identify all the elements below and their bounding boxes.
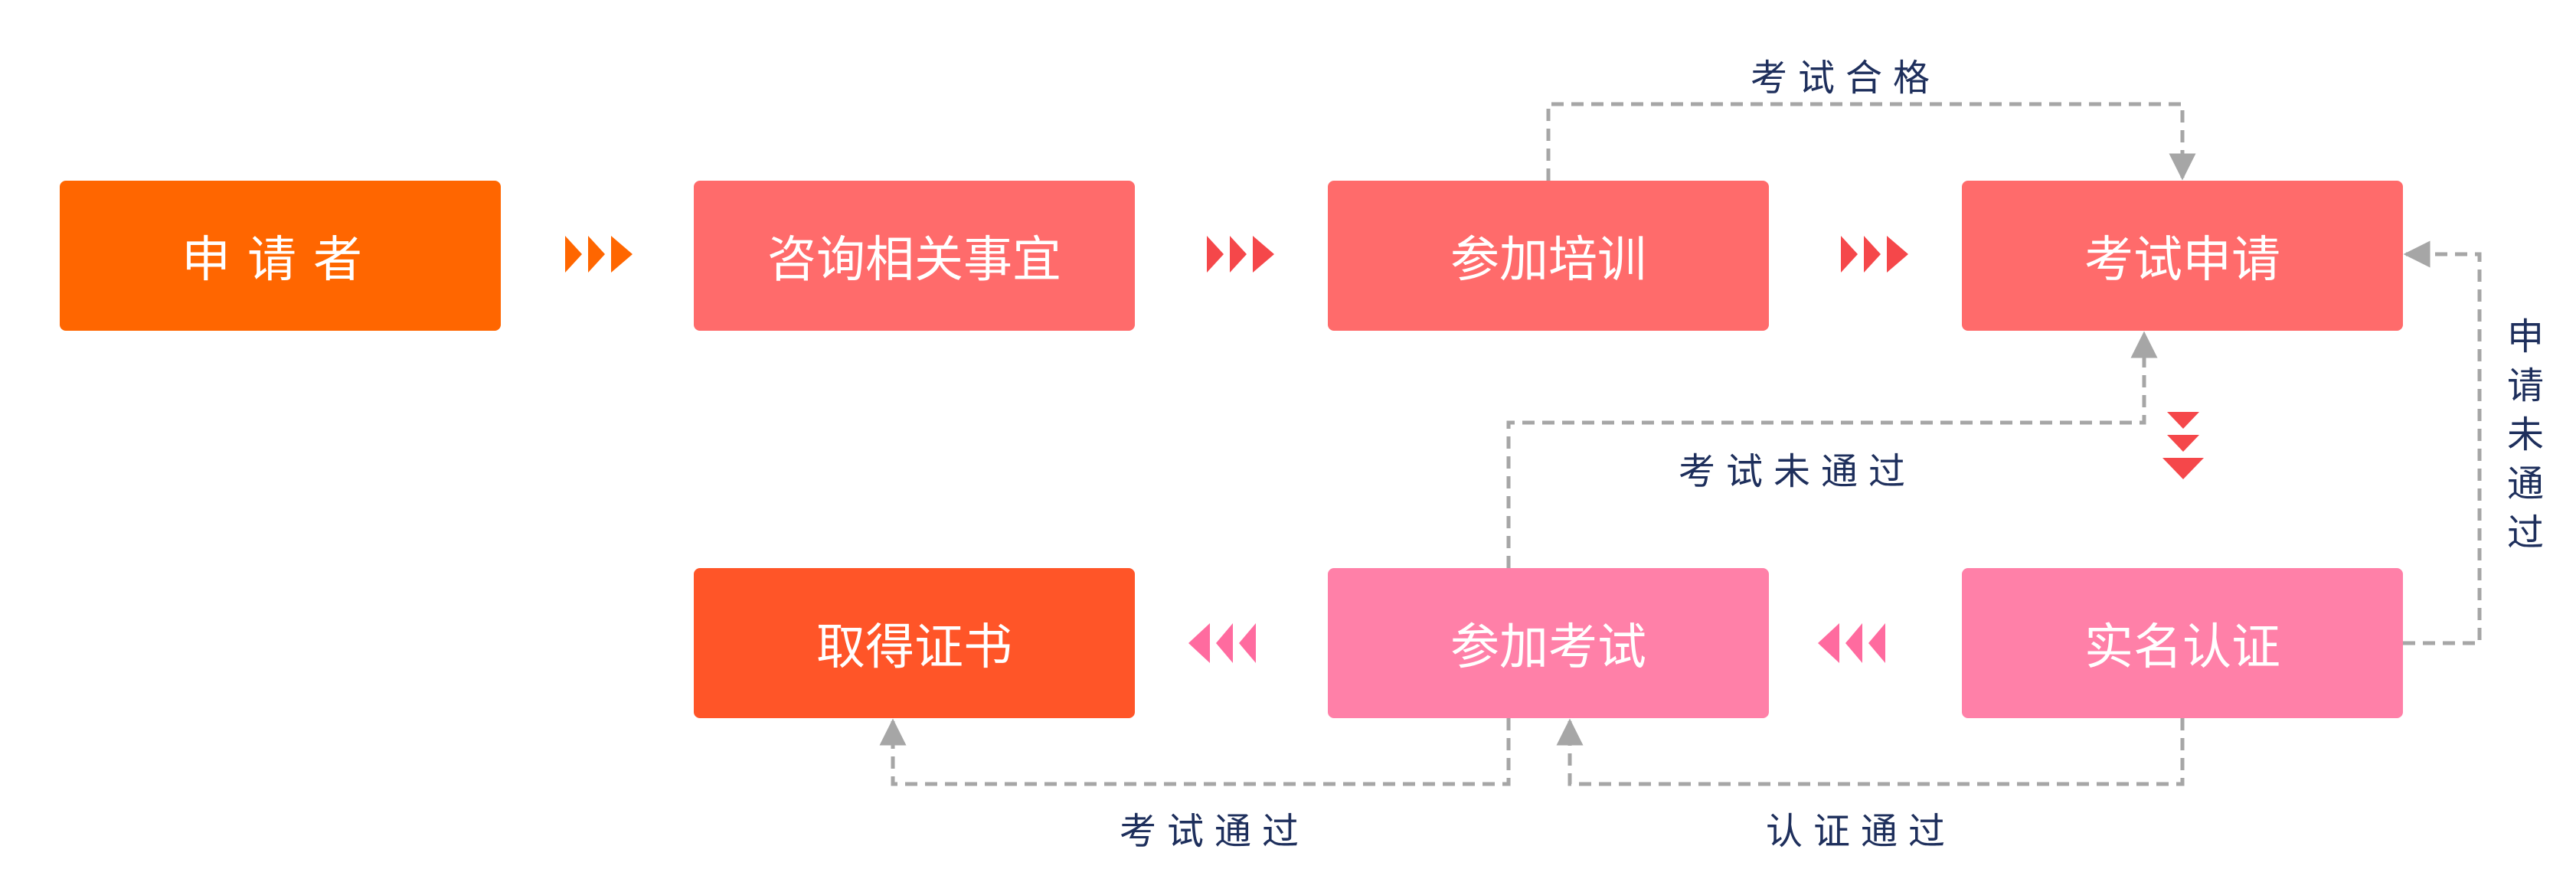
label-apply-failed: 申请未通过 [2506,315,2544,554]
edge-apply-failed [2403,240,2482,645]
triple-right-chevron-icon [1841,236,1908,273]
edge-exam-failed [1506,331,2158,568]
node-training: 参加培训 [1328,181,1769,331]
node-take-exam-label: 参加考试 [1450,619,1646,676]
node-applicant: 申请者 [60,181,501,331]
edge-exam-qualified [1546,102,2196,181]
edge-verify-passed [1556,718,2185,786]
label-exam-failed: 考试未通过 [1679,450,1917,493]
triple-left-chevron-icon [1818,623,1885,663]
node-take-exam: 参加考试 [1328,568,1769,718]
node-consult: 咨询相关事宜 [694,181,1135,331]
node-training-label: 参加培训 [1450,232,1646,289]
node-consult-label: 咨询相关事宜 [767,232,1061,289]
node-certificate-label: 取得证书 [816,619,1012,676]
triple-down-chevron-icon [2162,412,2204,479]
label-exam-passed: 考试通过 [1120,810,1310,853]
triple-left-chevron-icon [1188,623,1256,663]
node-certificate: 取得证书 [694,568,1135,718]
triple-right-chevron-icon [1207,236,1274,273]
label-verify-passed: 认证通过 [1766,810,1957,853]
node-real-name: 实名认证 [1962,568,2403,718]
node-exam-apply-label: 考试申请 [2084,232,2280,289]
triple-right-chevron-icon [565,236,633,273]
node-exam-apply: 考试申请 [1962,181,2403,331]
node-real-name-label: 实名认证 [2084,619,2280,676]
edge-exam-passed [879,718,1511,786]
node-applicant-label: 申请者 [181,232,379,289]
label-exam-qualified: 考试合格 [1751,57,1941,100]
